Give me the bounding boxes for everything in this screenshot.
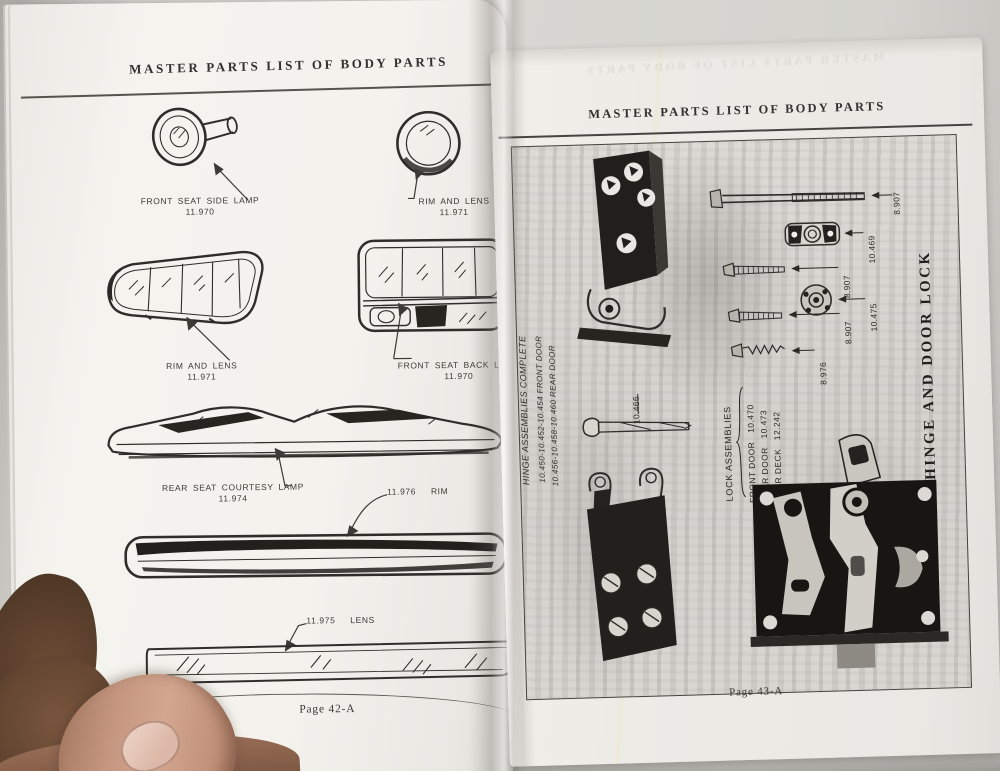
leader-middle-screw — [791, 264, 839, 272]
long-bolt-illustration — [709, 188, 865, 209]
leader-rim-and-lens-round — [407, 168, 424, 200]
rim-and-lens-housing-illustration — [107, 251, 264, 325]
lens-strip-illustration — [145, 640, 515, 685]
leader-hinge-pin — [637, 394, 639, 415]
left-header-rule — [20, 83, 499, 99]
rim-and-lens-round-illustration — [396, 110, 461, 176]
lock-assemblies-title: LOCK ASSEMBLIES — [722, 405, 735, 502]
upper-hinge-illustration — [577, 150, 672, 348]
leader-short-screw — [788, 311, 840, 319]
rim-and-lens-housing-callout: RIM AND LENS 11.971 — [166, 360, 238, 382]
left-page: MASTER PARTS LIST OF BODY PARTS FRONT SE… — [9, 0, 520, 771]
leader-front-seat-side-lamp — [213, 162, 249, 201]
front-seat-back-lamp-illustration — [357, 238, 507, 333]
hinge-assemblies-front-door: 10.450-10.452-10.454 FRONT DOOR — [534, 335, 548, 483]
lower-hinge-illustration — [586, 467, 677, 662]
middle-screw-illustration — [722, 262, 785, 277]
leader-striker-plate — [844, 229, 864, 237]
callout-flange-nut: 10.475 — [868, 303, 880, 332]
leader-long-bolt — [871, 191, 893, 199]
rear-seat-courtesy-lamp-callout: REAR SEAT COURTESY LAMP 11.974 — [161, 481, 305, 504]
hinge-assemblies-title: HINGE ASSEMBLIES COMPLETE — [517, 335, 532, 486]
hinge-assemblies-rear-door: 10.456-10.458-10.460 REAR DOOR — [547, 344, 561, 487]
door-lock-illustration — [750, 434, 949, 669]
callout-wood-screw: 8.976 — [817, 361, 829, 385]
front-seat-side-lamp-illustration — [151, 107, 238, 167]
leader-front-seat-back-lamp — [393, 302, 412, 360]
callout-long-bolt: 8.907 — [891, 191, 902, 215]
rim-callout: 11.976 RIM — [386, 486, 449, 497]
leader-rim-and-lens-housing — [186, 316, 231, 361]
short-screw-illustration — [727, 308, 783, 323]
callout-striker-plate: 10.469 — [866, 235, 878, 264]
lock-assemblies-brace — [736, 386, 747, 498]
striker-plate-illustration — [784, 221, 841, 247]
left-page-title: MASTER PARTS LIST OF BODY PARTS — [128, 53, 449, 77]
leader-flange-nut — [838, 295, 866, 303]
wood-screw-illustration — [730, 343, 785, 358]
front-seat-side-lamp-callout: FRONT SEAT SIDE LAMP 11.970 — [140, 195, 260, 217]
left-page-number: Page 42-A — [299, 703, 356, 716]
rear-seat-courtesy-lamp-illustration — [107, 405, 503, 459]
callout-middle-screw: 8.907 — [841, 275, 853, 299]
right-page-title: MASTER PARTS LIST OF BODY PARTS — [588, 98, 886, 122]
lens-callout: 11.975 LENS — [306, 614, 375, 626]
show-through-header: MASTER PARTS LIST OF BODY PARTS — [584, 49, 885, 77]
photostat-plate: 8.907 10.469 8.907 — [510, 134, 973, 707]
leader-rear-seat-courtesy-lamp — [274, 447, 291, 487]
hinge-pin-illustration — [582, 417, 692, 438]
rim-strip-illustration — [124, 532, 508, 579]
right-page: MASTER PARTS LIST OF BODY PARTS MASTER P… — [490, 37, 1000, 767]
callout-short-screw: 8.907 — [842, 321, 854, 345]
leader-wood-screw — [791, 346, 815, 354]
flange-nut-illustration — [800, 284, 832, 316]
